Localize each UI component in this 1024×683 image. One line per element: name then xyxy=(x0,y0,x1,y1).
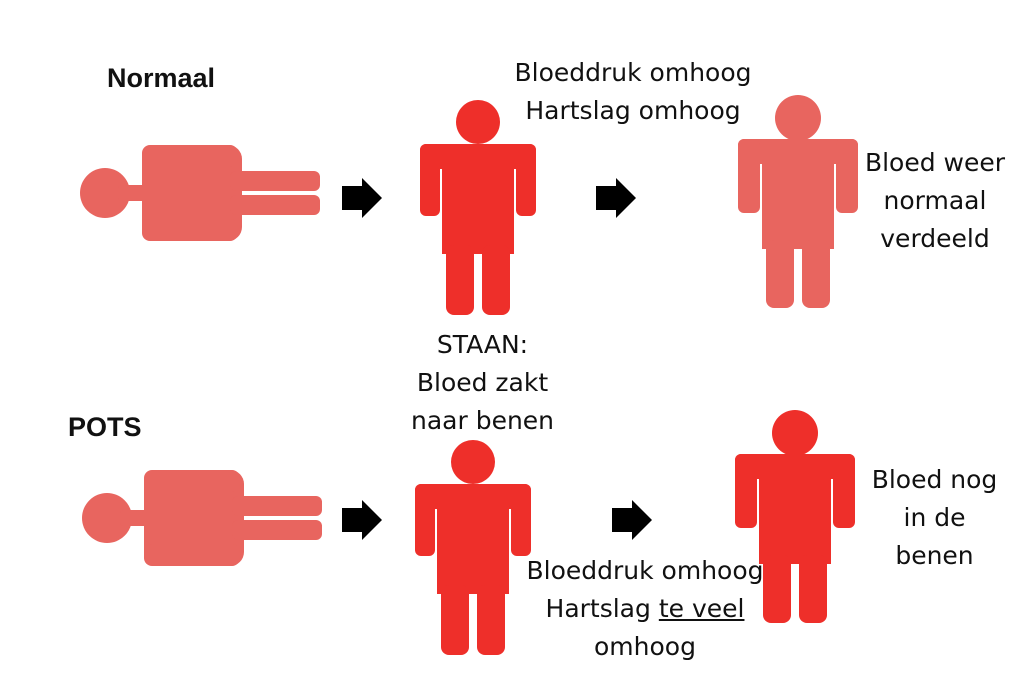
pots-result-line-2: in de xyxy=(903,503,966,532)
stand-caption-line-3: naar benen xyxy=(410,406,555,435)
person-standing-icon-blood-in-legs xyxy=(420,100,536,315)
pots-result-text: Bloed nog in de benen xyxy=(862,461,1007,575)
pots-response-text: Bloeddruk omhoog Hartslag te veel omhoog xyxy=(520,552,770,666)
normal-result-text: Bloed weer normaal verdeeld xyxy=(860,144,1010,258)
normal-response-line-1: Bloeddruk omhoog xyxy=(514,58,752,87)
stand-caption-line-1: STAAN: xyxy=(436,330,529,359)
normal-result-line-2: normaal xyxy=(883,186,987,215)
arrow-right-icon xyxy=(342,178,382,218)
normal-response-text: Bloeddruk omhoog Hartslag omhoog xyxy=(508,54,758,130)
stand-caption: STAAN: Bloed zakt naar benen xyxy=(400,326,565,440)
pots-result-line-1: Bloed nog xyxy=(871,465,998,494)
arrow-right-icon xyxy=(596,178,636,218)
arrow-right-icon xyxy=(342,500,382,540)
normal-response-line-2: Hartslag omhoog xyxy=(525,96,741,125)
arrow-right-icon xyxy=(612,500,652,540)
person-lying-icon-pots xyxy=(82,470,322,566)
pots-response-line-2-start: Hartslag xyxy=(545,594,659,623)
normal-title: Normaal xyxy=(107,63,216,93)
pots-response-line-2: Hartslag te veel xyxy=(520,590,770,628)
pots-response-line-1: Bloeddruk omhoog xyxy=(526,556,764,585)
pots-response-line-3: omhoog xyxy=(594,632,696,661)
pots-response-underlined: te veel xyxy=(658,594,745,623)
person-standing-icon-normal xyxy=(738,95,858,308)
pots-result-line-3: benen xyxy=(895,541,974,570)
normal-result-line-3: verdeeld xyxy=(880,224,990,253)
stand-caption-line-2: Bloed zakt xyxy=(416,368,549,397)
normal-result-line-1: Bloed weer xyxy=(864,148,1006,177)
pots-title: POTS xyxy=(68,412,142,442)
person-lying-icon-normal xyxy=(80,145,320,241)
